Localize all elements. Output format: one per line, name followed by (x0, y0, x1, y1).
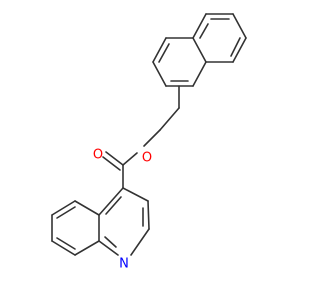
bond (159, 107, 180, 131)
bond (74, 200, 100, 216)
atom-label-ester-oxygen: O (142, 151, 152, 166)
bond (122, 187, 149, 202)
bond (147, 200, 150, 230)
atom-label-ring-nitrogen: N (119, 257, 129, 272)
bond (232, 37, 247, 63)
ester-group (102, 151, 138, 189)
bond (152, 61, 167, 87)
bond-inner (199, 23, 209, 39)
bond (98, 187, 124, 216)
bond-double-a (105, 151, 124, 166)
bond (192, 61, 207, 87)
bond (192, 37, 207, 63)
bond (74, 240, 100, 256)
bond-inner (158, 43, 170, 63)
bond (192, 13, 207, 39)
molecule-structure: O O N (51, 13, 247, 272)
bond (51, 200, 76, 216)
bond-inner (230, 37, 241, 57)
atom-label-carbonyl-oxygen: O (93, 148, 103, 163)
bond (152, 37, 167, 63)
bond (143, 129, 161, 147)
bond-inner (56, 237, 76, 250)
bond-inner (56, 206, 76, 219)
bond (98, 240, 119, 256)
quinoline-ring-system (51, 187, 150, 256)
bond (122, 152, 138, 166)
bond-double-b (102, 156, 121, 171)
structure-canvas: O O N (51, 13, 247, 272)
naphthalene-ring-system (152, 13, 247, 87)
ethyl-linker (143, 85, 180, 147)
bond (130, 228, 150, 256)
bond (232, 13, 247, 39)
bond-inner (105, 196, 122, 215)
bond (51, 240, 76, 256)
bond-inner (104, 236, 117, 248)
